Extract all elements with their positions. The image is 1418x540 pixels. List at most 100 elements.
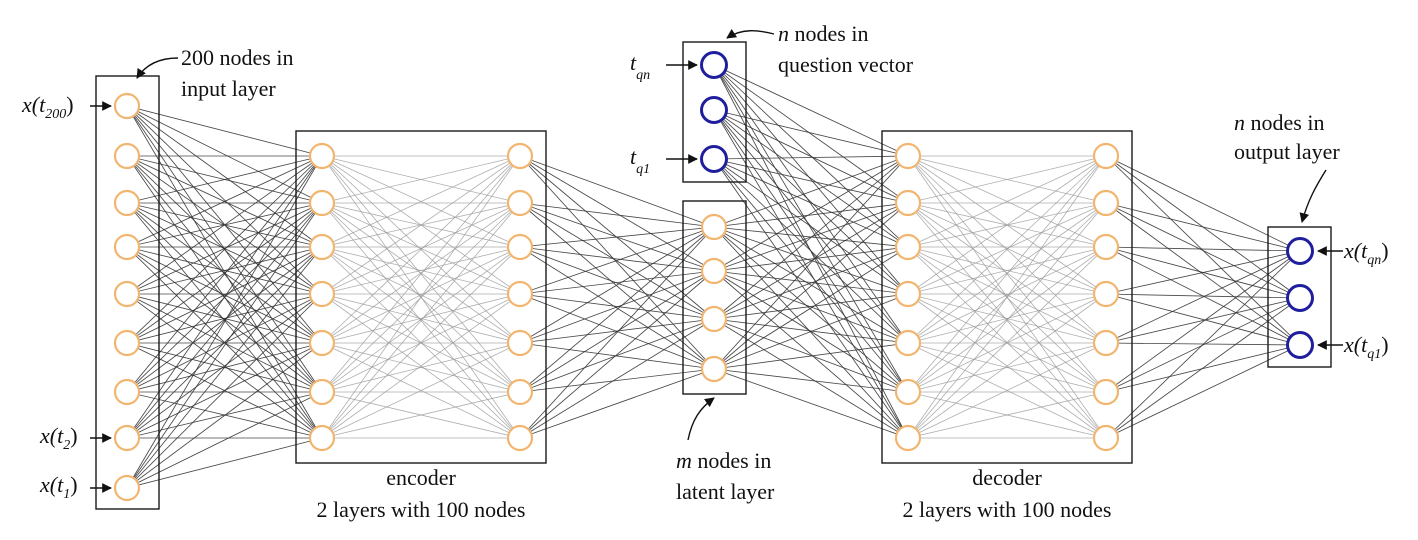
edge-encoder-internal — [321, 391, 521, 439]
question-annotation-line2: question vector — [778, 52, 914, 77]
input-node — [113, 424, 141, 452]
edge-encoder-latent — [519, 368, 715, 439]
output-node — [1286, 237, 1314, 265]
decoder-layer1-node — [894, 142, 922, 170]
latent-annotation-arrow — [687, 397, 715, 441]
decoder-caption-detail: 2 layers with 100 nodes — [903, 497, 1112, 522]
encoder-layer1-node — [308, 142, 336, 170]
edge-decoder-output — [1105, 297, 1301, 439]
latent-annotation-line2: latent layer — [676, 479, 775, 504]
encoder-layer2-node — [506, 424, 534, 452]
input-node — [113, 329, 141, 357]
svg-text:x(t200): x(t200) — [21, 92, 74, 122]
edge-decoder-internal — [907, 391, 1107, 439]
edge-encoder-latent — [519, 246, 715, 320]
edge-encoder-internal — [321, 155, 521, 204]
edge-encoder-latent — [519, 246, 715, 272]
edge-latent-decoder — [713, 368, 909, 439]
edge-decoder-internal — [907, 293, 1107, 344]
question-vector-box — [682, 41, 747, 183]
edge-encoder-internal — [321, 155, 521, 439]
edge-decoder-internal — [907, 246, 1107, 295]
edge-input-encoder — [126, 105, 323, 295]
decoder-layer2-node — [1092, 378, 1120, 406]
decoder-box — [881, 130, 1133, 464]
input-node — [113, 233, 141, 261]
encoder-box — [295, 130, 547, 464]
output-layer-box — [1267, 226, 1332, 368]
input-annotation-line2: input layer — [181, 76, 276, 101]
latent-node — [700, 257, 728, 285]
edge-encoder-latent — [519, 270, 715, 295]
latent-node — [700, 305, 728, 333]
edge-question-decoder — [713, 64, 909, 157]
edge-encoder-latent — [519, 226, 715, 248]
edge-encoder-internal — [321, 202, 521, 295]
edge-decoder-internal — [907, 155, 1107, 248]
edge-decoder-internal — [907, 202, 1107, 344]
edge-input-encoder — [126, 293, 323, 489]
input-node — [113, 474, 141, 502]
encoder-layer2-node — [506, 142, 534, 170]
edge-decoder-internal — [907, 246, 1107, 393]
edge-encoder-latent — [519, 202, 715, 228]
edge-encoder-latent — [519, 226, 715, 344]
decoder-layer1-node — [894, 329, 922, 357]
edge-decoder-internal — [907, 202, 1107, 439]
input-node — [113, 92, 141, 120]
connection-edges — [126, 64, 1301, 489]
edge-decoder-internal — [907, 202, 1107, 295]
encoder-caption: encoder — [386, 465, 456, 490]
edge-encoder-internal — [321, 246, 521, 439]
input-label-t2: x(t2) — [39, 423, 78, 453]
edge-encoder-internal — [321, 155, 521, 344]
encoder-layer1-node — [308, 329, 336, 357]
edge-encoder-internal — [321, 246, 521, 295]
input-node — [113, 142, 141, 170]
edge-encoder-internal — [321, 202, 521, 439]
edge-latent-decoder — [713, 270, 909, 439]
edge-encoder-latent — [519, 226, 715, 393]
input-node — [113, 378, 141, 406]
svg-text:x(tq1): x(tq1) — [1343, 332, 1389, 362]
edge-question-decoder — [713, 64, 909, 393]
svg-text:x(tqn): x(tqn) — [1343, 238, 1389, 268]
encoder-layer2-node — [506, 329, 534, 357]
input-node — [113, 280, 141, 308]
question-annotation-arrow — [726, 29, 775, 39]
latent-node — [700, 213, 728, 241]
decoder-caption: decoder — [972, 465, 1042, 490]
input-annotation-line1: 200 nodes in — [181, 45, 293, 70]
encoder-layer2-node — [506, 233, 534, 261]
edge-decoder-output — [1105, 155, 1301, 252]
edge-input-encoder — [126, 342, 323, 489]
edge-encoder-latent — [519, 155, 715, 228]
decoder-layer2-node — [1092, 189, 1120, 217]
edge-encoder-internal — [321, 293, 521, 439]
edge-question-decoder — [713, 109, 909, 295]
edge-decoder-internal — [907, 246, 1107, 439]
input-node — [113, 189, 141, 217]
edge-encoder-internal — [321, 342, 521, 439]
edge-decoder-output — [1105, 297, 1301, 344]
decoder-layer2-node — [1092, 142, 1120, 170]
output-node — [1286, 284, 1314, 312]
edge-question-decoder — [713, 109, 909, 157]
question-node — [700, 51, 728, 79]
question-label-tqn: tqn — [630, 50, 650, 83]
edge-encoder-latent — [519, 202, 715, 370]
edge-encoder-latent — [519, 270, 715, 344]
edge-encoder-latent — [519, 318, 715, 439]
edge-encoder-latent — [519, 368, 715, 393]
edge-latent-decoder — [713, 155, 909, 320]
encoder-layer1-node — [308, 189, 336, 217]
edge-encoder-internal — [321, 202, 521, 344]
question-node — [700, 145, 728, 173]
question-node — [700, 96, 728, 124]
edge-decoder-internal — [907, 155, 1107, 439]
svg-text:x(t1): x(t1) — [39, 472, 78, 502]
edge-encoder-latent — [519, 318, 715, 393]
output-annotation-arrow — [1299, 169, 1327, 223]
edge-decoder-internal — [907, 155, 1107, 295]
